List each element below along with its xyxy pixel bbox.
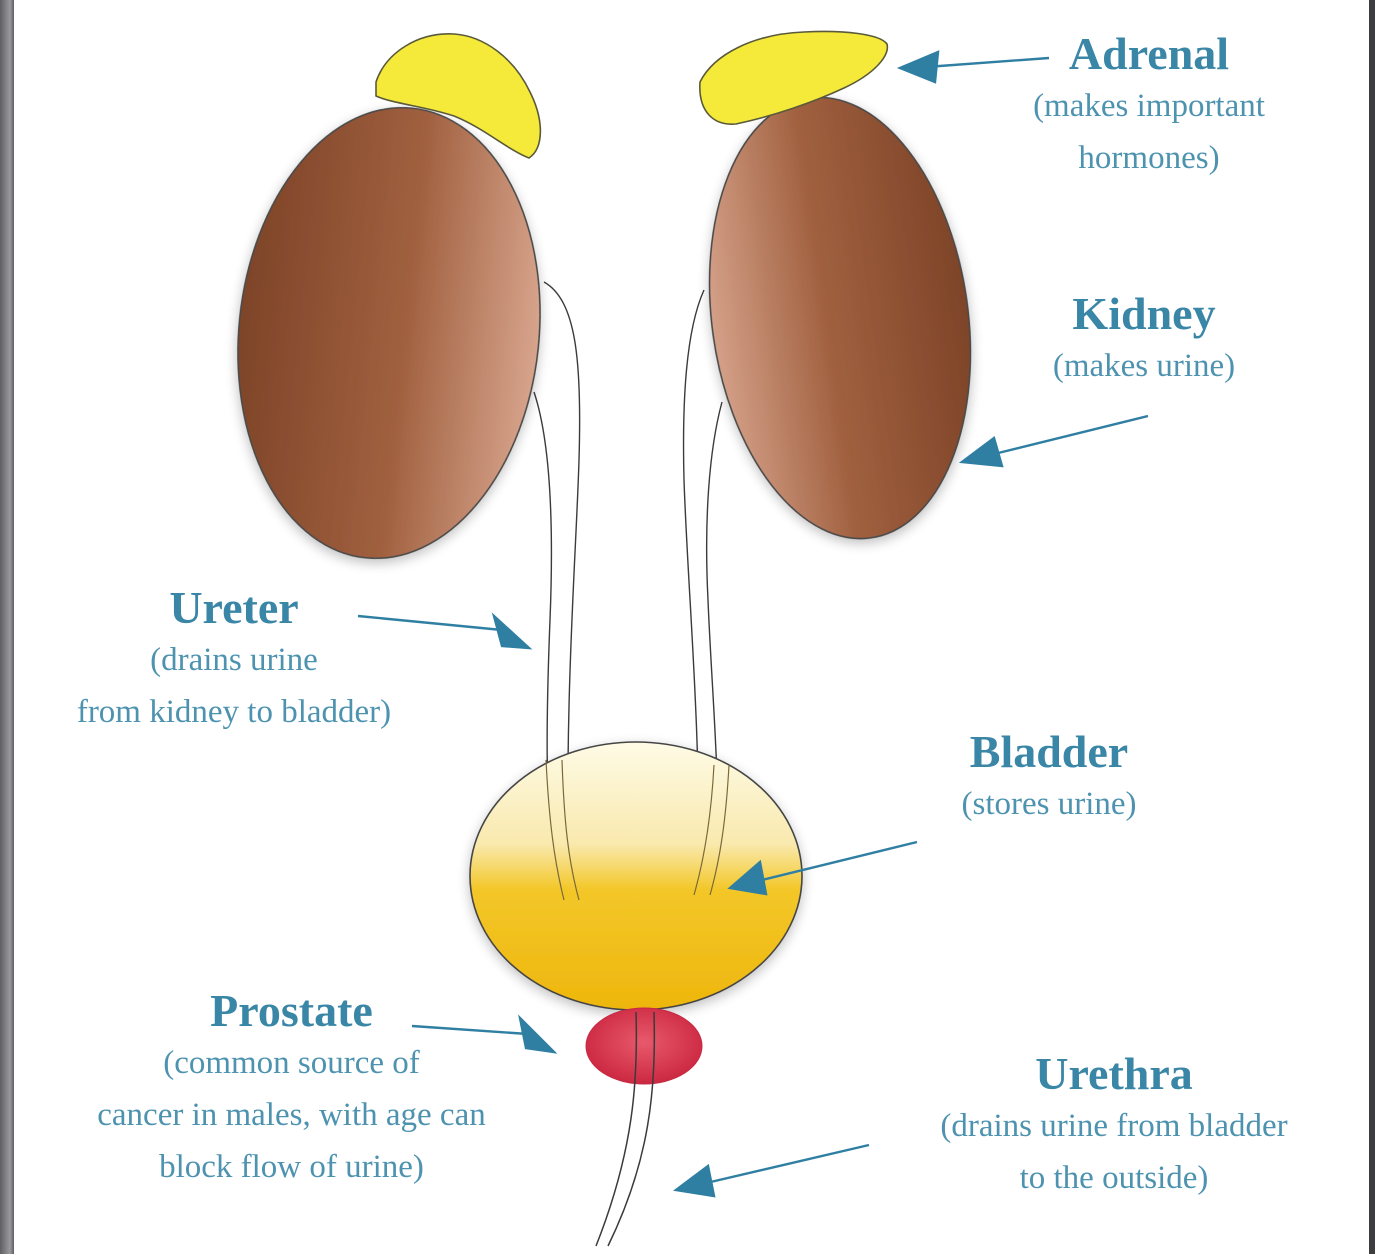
- bladder-desc-line-1: (stores urine): [909, 778, 1189, 830]
- bladder-label: Bladder (stores urine): [909, 726, 1189, 830]
- prostate-title: Prostate: [14, 985, 569, 1037]
- adrenal-desc-line-1: (makes important: [984, 80, 1314, 132]
- prostate-desc-line-1: (common source of: [14, 1037, 569, 1089]
- diagram-panel: Adrenal (makes important hormones) Kidne…: [14, 0, 1369, 1254]
- urethra-desc-line-1: (drains urine from bladder: [864, 1100, 1364, 1152]
- bladder-title: Bladder: [909, 726, 1189, 778]
- prostate-shape: [586, 1008, 702, 1084]
- adrenal-title: Adrenal: [984, 28, 1314, 80]
- urethra-title: Urethra: [864, 1048, 1364, 1100]
- adrenal-label: Adrenal (makes important hormones): [984, 28, 1314, 184]
- prostate-desc-line-3: block flow of urine): [14, 1141, 569, 1193]
- kidney-title: Kidney: [1004, 288, 1284, 340]
- left-kidney-shape: [216, 93, 562, 574]
- right-kidney-shape: [682, 80, 997, 555]
- slide-edge: [1369, 0, 1375, 1254]
- urethra-label: Urethra (drains urine from bladder to th…: [864, 1048, 1364, 1204]
- kidney-label: Kidney (makes urine): [1004, 288, 1284, 392]
- urethra-arrow: [676, 1145, 869, 1196]
- ureter-label: Ureter (drains urine from kidney to blad…: [14, 582, 454, 738]
- urethra-desc-line-2: to the outside): [864, 1152, 1364, 1204]
- adrenal-desc-line-2: hormones): [984, 132, 1314, 184]
- prostate-label: Prostate (common source of cancer in mal…: [14, 985, 569, 1193]
- kidney-arrow: [962, 416, 1148, 466]
- ureter-desc-line-2: from kidney to bladder): [14, 686, 454, 738]
- kidney-desc-line-1: (makes urine): [1004, 340, 1284, 392]
- ureter-desc-line-1: (drains urine: [14, 634, 454, 686]
- prostate-desc-line-2: cancer in males, with age can: [14, 1089, 569, 1141]
- ureter-title: Ureter: [14, 582, 454, 634]
